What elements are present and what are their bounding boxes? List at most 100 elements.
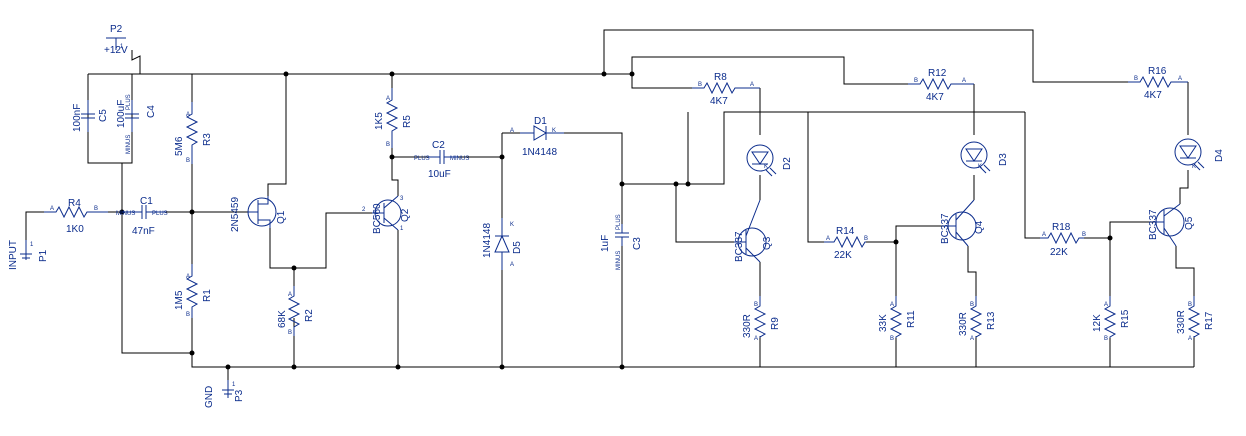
resistor-r1[interactable]: 1M5 R1 <box>174 264 213 318</box>
resistor-value: 1K0 <box>66 224 84 235</box>
capacitor-c4[interactable]: 100uF C4 PLUS MINUS <box>116 94 157 154</box>
transistor-ref: Q5 <box>1184 216 1195 230</box>
capacitor-pin-plus: PLUS <box>126 94 132 110</box>
resistor-r2[interactable]: 68K R2 <box>277 286 315 336</box>
resistor-value: 4K7 <box>926 92 944 103</box>
capacitor-pin-plus: PLUS <box>616 214 622 230</box>
transistor-q5[interactable]: BC337 Q5 <box>1148 203 1195 247</box>
pin-label-k: K <box>978 164 982 170</box>
resistor-value: 12K <box>1092 314 1103 332</box>
capacitor-pin-minus: MINUS <box>116 211 135 217</box>
resistor-ref: R15 <box>1120 309 1131 328</box>
capacitor-c1[interactable]: C1 47nF MINUS PLUS <box>116 196 168 237</box>
pin-label-a: A <box>1178 76 1182 82</box>
resistor-value: 22K <box>1050 247 1068 258</box>
resistor-r14[interactable]: R14 22K <box>824 226 866 261</box>
resistor-ref: R17 <box>1204 311 1215 330</box>
resistor-value: 22K <box>834 250 852 261</box>
pin-label-b: B <box>94 206 98 212</box>
pin-label-a: A <box>1104 302 1108 308</box>
connector-p2[interactable]: P2 +12V <box>104 24 128 56</box>
junction-dot <box>601 71 607 77</box>
pin-label-b: B <box>1082 232 1086 238</box>
pin-label-b: B <box>754 302 758 308</box>
junction-dot <box>225 364 231 370</box>
resistor-ref: R12 <box>928 68 947 79</box>
capacitor-value: 1uF <box>600 235 611 252</box>
pin-label-a: A <box>1042 232 1046 238</box>
led-d4[interactable]: D4 <box>1174 138 1225 171</box>
connector-p1[interactable]: INPUT P1 <box>8 240 49 270</box>
resistor-ref: R13 <box>986 311 997 330</box>
connector-value: +12V <box>104 45 128 56</box>
resistor-ref: R11 <box>906 310 917 328</box>
pin-label-k: K <box>510 222 514 228</box>
junction-dot <box>685 181 691 187</box>
resistor-value: 33K <box>878 314 889 332</box>
resistor-r17[interactable]: 330R R17 <box>1176 296 1215 338</box>
capacitor-c2[interactable]: C2 10uF PLUS MINUS <box>414 140 469 180</box>
diode-d5[interactable]: 1N4148 D5 <box>482 218 523 270</box>
diode-value: 1N4148 <box>522 147 557 158</box>
resistor-r15[interactable]: 12K R15 <box>1092 296 1131 338</box>
capacitor-value: 47nF <box>132 226 155 237</box>
resistor-r4[interactable]: R4 1K0 <box>44 198 108 235</box>
pin-label-b: B <box>186 312 190 318</box>
capacitor-c3[interactable]: 1uF C3 MINUS PLUS <box>600 214 643 270</box>
resistor-value: 1M5 <box>174 290 185 310</box>
junction-dot <box>389 154 395 160</box>
resistor-r18[interactable]: R18 22K <box>1040 222 1084 258</box>
pin-label-b: B <box>864 236 868 242</box>
transistor-value: 2N5459 <box>230 197 241 232</box>
transistor-q1[interactable]: 2N5459 Q1 <box>230 196 287 232</box>
connector-value: GND <box>204 386 215 408</box>
pin-label-a: A <box>510 262 514 268</box>
transistor-value: BC337 <box>1148 209 1159 240</box>
pin-label-one: 1 <box>232 382 236 388</box>
led-ref: D3 <box>998 153 1009 166</box>
capacitor-pin-minus: MINUS <box>126 135 132 154</box>
junction-dot <box>291 265 297 271</box>
transistor-q2[interactable]: BC560 Q2 <box>372 195 411 234</box>
pin-label-a: A <box>890 302 894 308</box>
resistor-r16[interactable]: R16 4K7 <box>1128 66 1188 101</box>
led-d3[interactable]: D3 <box>960 141 1009 174</box>
capacitor-value: 100nF <box>72 104 83 132</box>
pin-label-b: B <box>914 78 918 84</box>
capacitor-pin-minus: MINUS <box>450 156 469 162</box>
pin-label-a: A <box>750 82 754 88</box>
pin-label-three: 3 <box>400 196 404 202</box>
pin-label-a: A <box>962 78 966 84</box>
led-d2[interactable]: D2 <box>746 144 793 177</box>
resistor-r11[interactable]: 33K R11 <box>878 296 917 338</box>
resistor-value: 330R <box>958 312 969 336</box>
transistor-q4[interactable]: BC337 Q4 <box>940 199 985 247</box>
connector-ref: P3 <box>234 389 245 402</box>
resistor-r13[interactable]: 330R R13 <box>958 296 997 338</box>
resistor-ref: R16 <box>1148 66 1167 77</box>
capacitor-pin-plus: PLUS <box>152 211 168 217</box>
capacitor-pin-minus: MINUS <box>616 251 622 270</box>
resistor-r8[interactable]: R8 4K7 <box>692 72 760 107</box>
capacitor-c5[interactable]: 100nF C5 <box>72 100 109 132</box>
diode-d1[interactable]: D1 1N4148 <box>520 116 564 158</box>
transistor-ref: Q3 <box>762 236 773 250</box>
pin-letters: A B A B A B A B A B A K K A B A B A B A … <box>30 44 1196 388</box>
wires <box>25 29 1195 380</box>
resistor-value: 4K7 <box>710 96 728 107</box>
transistor-q3[interactable]: BC337 Q3 <box>734 199 773 263</box>
pin-label-one: 1 <box>120 44 124 50</box>
resistor-r5[interactable]: 1K5 R5 <box>374 88 413 148</box>
junction-dot <box>619 364 625 370</box>
resistor-r3[interactable]: 5M6 R3 <box>174 102 213 164</box>
resistor-r9[interactable]: 330R R9 <box>742 296 781 338</box>
resistor-value: 330R <box>1176 310 1187 334</box>
resistor-r12[interactable]: R12 4K7 <box>908 68 974 103</box>
pin-label-k: K <box>1192 164 1196 170</box>
transistor-value: BC337 <box>734 231 745 262</box>
pin-label-b: B <box>186 158 190 164</box>
resistor-value: 5M6 <box>174 136 185 156</box>
connector-p3[interactable]: GND P3 <box>204 380 245 408</box>
capacitor-value: 10uF <box>428 169 451 180</box>
